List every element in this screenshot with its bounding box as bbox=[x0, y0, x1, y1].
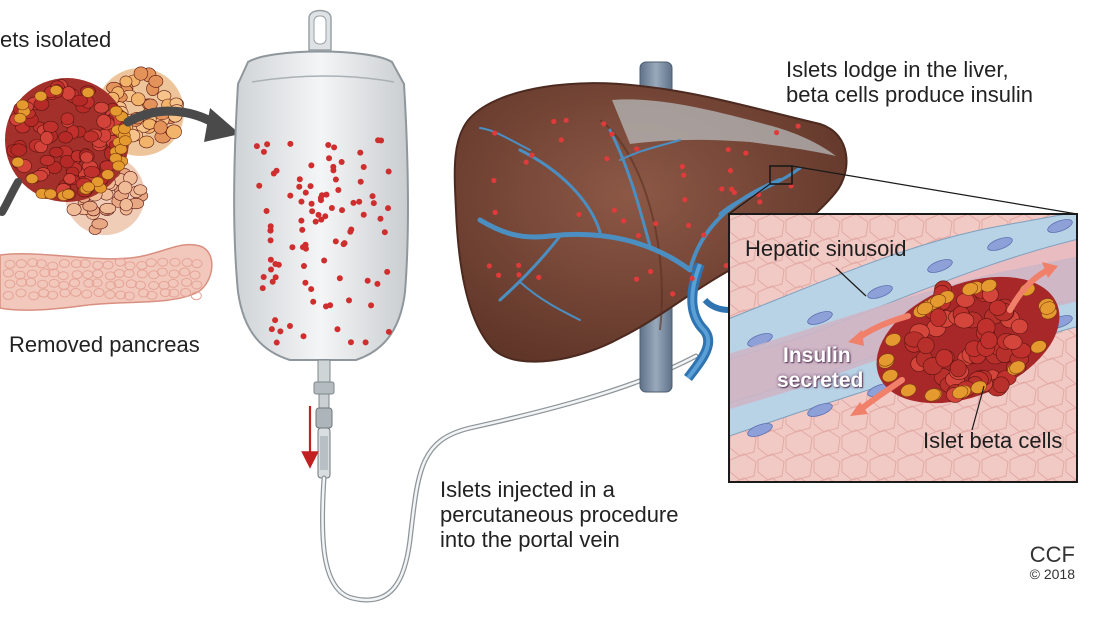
arrow-from-pancreas bbox=[0, 178, 22, 216]
copyright-credit: CCF © 2018 bbox=[1029, 542, 1075, 583]
islets-isolated-label: ets isolated bbox=[0, 27, 112, 52]
isolated-islets-cluster bbox=[5, 66, 185, 235]
insulin-secreted-line2: secreted bbox=[777, 369, 864, 392]
removed-pancreas-illustration bbox=[0, 243, 213, 311]
iv-bag bbox=[233, 9, 409, 479]
removed-pancreas-label: Removed pancreas bbox=[9, 332, 200, 357]
insulin-secreted-line1: Insulin bbox=[783, 344, 851, 367]
islet-beta-cells-label: Islet beta cells bbox=[923, 428, 1063, 453]
hepatic-sinusoid-label: Hepatic sinusoid bbox=[745, 236, 907, 261]
injected-caption-line1: Islets injected in a bbox=[440, 477, 615, 502]
credit-org: CCF bbox=[1029, 542, 1075, 567]
liver-illustration bbox=[453, 61, 848, 393]
injected-caption-line3: into the portal vein bbox=[440, 527, 620, 552]
liver-caption-line2: beta cells produce insulin bbox=[786, 82, 1034, 107]
credit-year: © 2018 bbox=[1029, 566, 1075, 582]
injected-caption-line2: percutaneous procedure bbox=[440, 502, 679, 527]
liver-caption-line1: Islets lodge in the liver, bbox=[786, 57, 1009, 82]
sinusoid-inset bbox=[728, 213, 1078, 483]
